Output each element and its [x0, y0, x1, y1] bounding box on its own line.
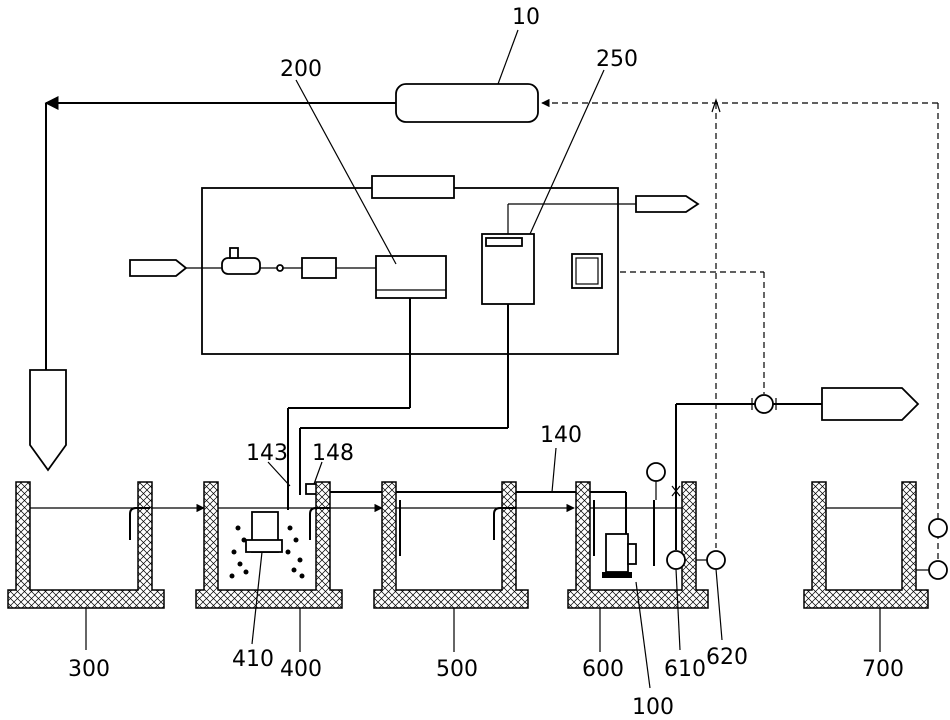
- valve-610-top: [755, 395, 773, 413]
- label-500: 500: [436, 657, 478, 682]
- outlet-pointer-250: [636, 196, 698, 212]
- label-620: 620: [706, 645, 748, 670]
- tank-500: 500: [374, 482, 528, 682]
- label-610: 610: [664, 657, 706, 682]
- sensor-700-lower: [929, 561, 947, 579]
- inlet-pointer-panel: [130, 260, 186, 276]
- unit-10-body: [396, 84, 538, 122]
- sensor-gauge: [647, 463, 665, 481]
- tank-500-wall: [374, 482, 528, 608]
- sensor-620-body: [707, 551, 725, 569]
- tank-700-wall: [804, 482, 928, 608]
- compressor: [222, 258, 260, 274]
- label-400: 400: [280, 657, 322, 682]
- unit-10: 10: [396, 5, 540, 122]
- leader-620: [716, 569, 722, 640]
- tank-400: 400 410 143 148: [196, 441, 354, 682]
- tank-700: 700: [804, 482, 947, 682]
- pump-610: [667, 551, 685, 569]
- label-143: 143: [246, 441, 288, 466]
- inlet-pointer-left: [30, 370, 66, 470]
- diffuser-410-base: [246, 540, 282, 552]
- unit-250-display: [486, 238, 522, 246]
- leader-610: [676, 569, 680, 650]
- outlet-pointer-right: [822, 388, 918, 420]
- valve-small: [277, 265, 283, 271]
- tank-300-wall: [8, 482, 164, 608]
- panel-top-unit: [372, 176, 454, 198]
- label-600: 600: [582, 657, 624, 682]
- label-10: 10: [512, 5, 540, 30]
- compressor-cap: [230, 248, 238, 258]
- unit-100-body: [606, 534, 628, 572]
- unit-100-side: [628, 544, 636, 564]
- label-410: 410: [232, 647, 274, 672]
- label-100: 100: [632, 695, 674, 720]
- label-140: 140: [540, 423, 582, 448]
- label-250: 250: [596, 47, 638, 72]
- leader-140: [552, 448, 556, 492]
- tank-300: 300: [8, 482, 164, 682]
- unit-200-body: [376, 256, 446, 298]
- filter-unit: [302, 258, 336, 278]
- label-700: 700: [862, 657, 904, 682]
- label-148: 148: [312, 441, 354, 466]
- label-300: 300: [68, 657, 110, 682]
- label-200: 200: [280, 57, 322, 82]
- leader-10: [498, 30, 518, 84]
- sensor-620: 620: [696, 551, 748, 670]
- unit-100-base: [602, 572, 632, 578]
- tank-600-wall: [568, 482, 708, 608]
- sensor-700-upper: [929, 519, 947, 537]
